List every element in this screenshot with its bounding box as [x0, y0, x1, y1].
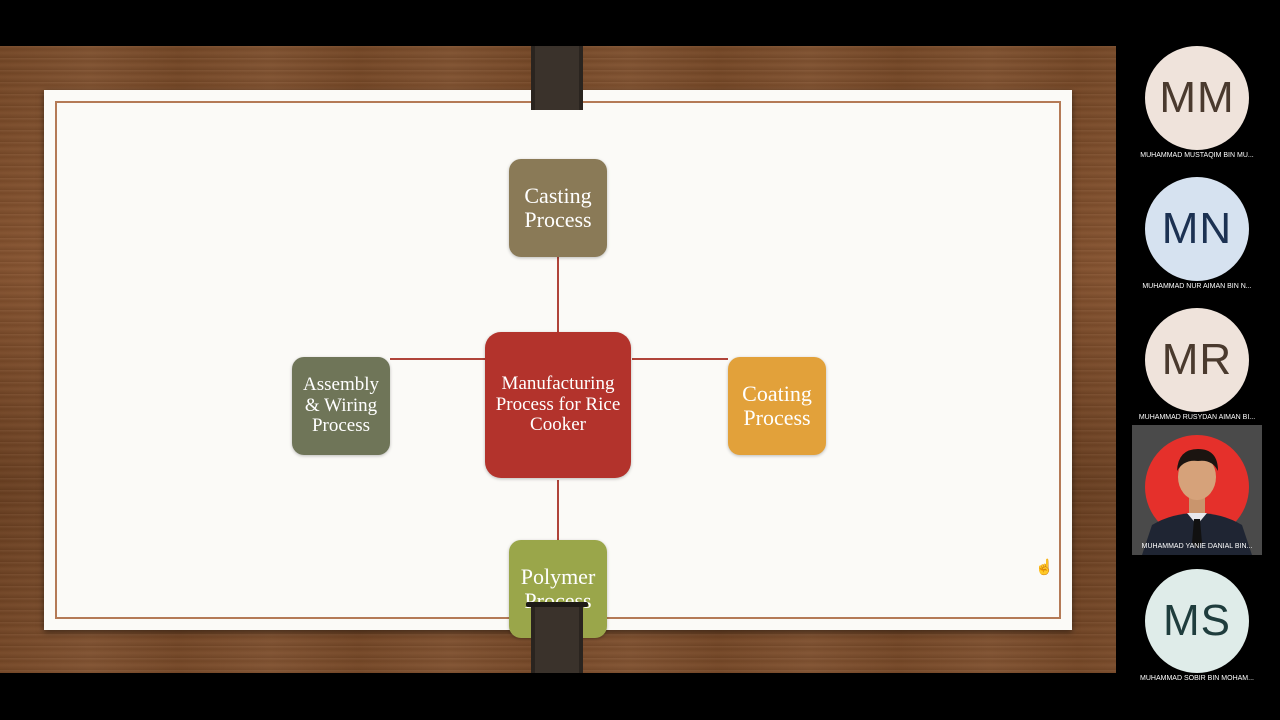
avatar-initials: MR	[1161, 335, 1233, 384]
participant-tile[interactable]: MM MUHAMMAD MUSTAQIM BIN MU...	[1132, 46, 1262, 166]
presentation-slide: Manufacturing Process for Rice Cooker Ca…	[44, 90, 1072, 638]
center-box-label: Manufacturing Process for Rice Cooker	[495, 373, 621, 436]
hand-cursor-icon: ☝	[1035, 559, 1054, 576]
connector-left	[390, 358, 485, 360]
assembly-wiring-process-box: Assembly & Wiring Process	[292, 357, 390, 455]
connector-right	[632, 358, 728, 360]
avatar-initials: MN	[1161, 204, 1233, 253]
avatar: MM	[1145, 46, 1249, 150]
participant-video	[1132, 425, 1262, 555]
participant-video-tile[interactable]: MUHAMMAD YANIE DANIAL BIN...	[1132, 425, 1262, 555]
center-box: Manufacturing Process for Rice Cooker	[485, 332, 631, 478]
avatar: MR	[1145, 308, 1249, 412]
coating-process-label: Coating Process	[742, 381, 812, 430]
participant-name: MUHAMMAD RUSYDAN AIMAN BI...	[1138, 414, 1256, 421]
avatar: MN	[1145, 177, 1249, 281]
assembly-wiring-process-label: Assembly & Wiring Process	[303, 374, 379, 437]
strap-top	[531, 46, 583, 110]
participant-name: MUHAMMAD MUSTAQIM BIN MU...	[1140, 152, 1254, 159]
polymer-process-box: Polymer Process	[509, 540, 607, 638]
shared-screen: Manufacturing Process for Rice Cooker Ca…	[0, 46, 1116, 673]
participant-tile[interactable]: MS MUHAMMAD SOBIR BIN MOHAM...	[1132, 569, 1262, 689]
strap-bottom	[531, 604, 583, 673]
participant-name: MUHAMMAD NUR AIMAN BIN N...	[1142, 283, 1252, 290]
participant-tile[interactable]: MR MUHAMMAD RUSYDAN AIMAN BI...	[1132, 308, 1262, 428]
avatar-initials: MS	[1163, 596, 1231, 645]
coating-process-box: Coating Process	[728, 357, 826, 455]
casting-process-label: Casting Process	[524, 183, 592, 232]
connector-bottom	[557, 480, 559, 540]
participant-tile[interactable]: MN MUHAMMAD NUR AIMAN BIN N...	[1132, 177, 1262, 297]
connector-top	[557, 212, 559, 332]
participant-name: MUHAMMAD SOBIR BIN MOHAM...	[1140, 675, 1254, 682]
participant-name: MUHAMMAD YANIE DANIAL BIN...	[1141, 543, 1253, 550]
avatar-initials: MM	[1159, 73, 1235, 122]
avatar: MS	[1145, 569, 1249, 673]
strap-buckle	[526, 602, 588, 607]
casting-process-box: Casting Process	[509, 159, 607, 257]
